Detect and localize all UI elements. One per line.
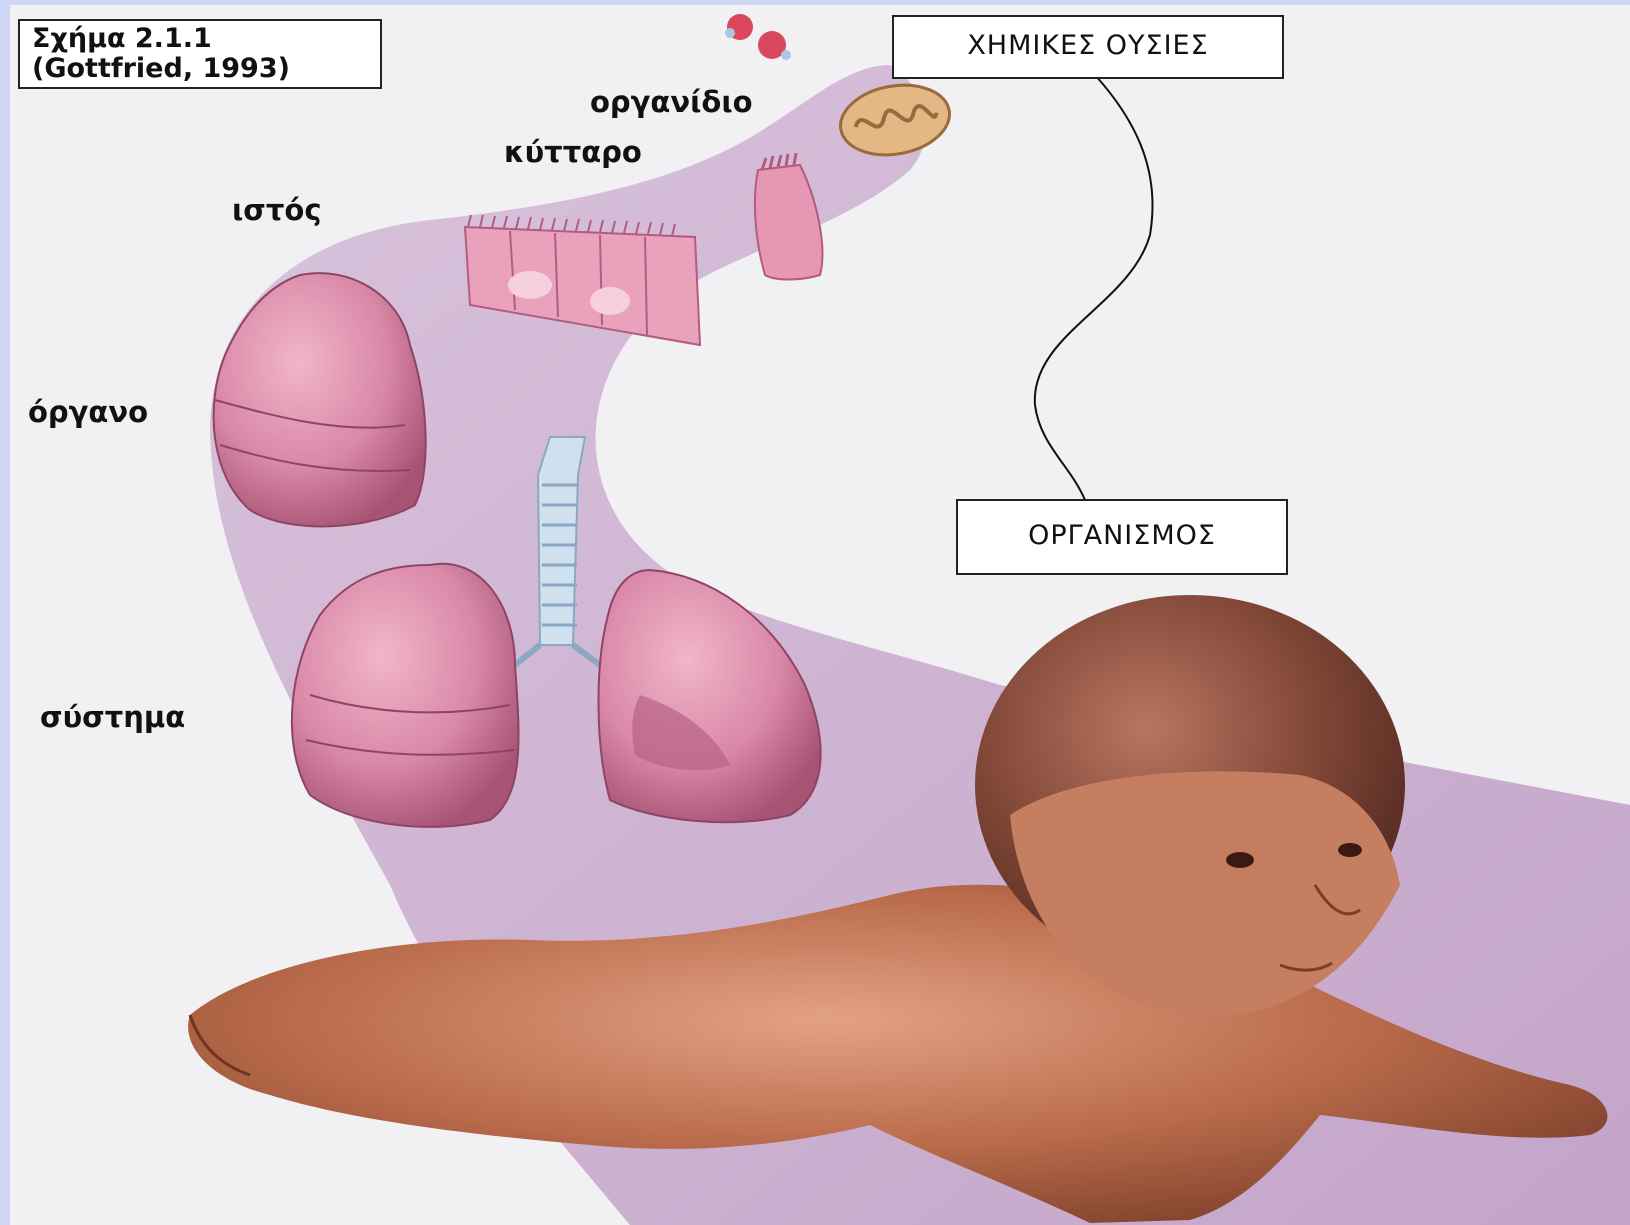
level-label-tissue: ιστός <box>232 193 322 227</box>
organism-box: ΟΡΓΑΝΙΣΜΟΣ <box>956 499 1288 575</box>
level-label-system: σύστημα <box>40 700 185 734</box>
hierarchy-illustration <box>10 5 1630 1225</box>
figure-source: (Gottfried, 1993) <box>32 54 368 84</box>
figure-canvas: Σχήμα 2.1.1 (Gottfried, 1993) ΧΗΜΙΚΕΣ ΟΥ… <box>10 5 1630 1225</box>
figure-number: Σχήμα 2.1.1 <box>32 24 368 54</box>
lung-icon <box>214 273 426 526</box>
chemical-substances-label: ΧΗΜΙΚΕΣ ΟΥΣΙΕΣ <box>967 30 1208 61</box>
molecule-icon <box>725 14 791 60</box>
level-label-organ: όργανο <box>28 395 148 429</box>
level-label-cell: κύτταρο <box>504 135 642 169</box>
organism-label: ΟΡΓΑΝΙΣΜΟΣ <box>1028 520 1216 551</box>
connector-line <box>1035 75 1153 500</box>
level-label-organelle: οργανίδιο <box>590 85 753 119</box>
figure-caption-box: Σχήμα 2.1.1 (Gottfried, 1993) <box>18 19 382 89</box>
chemical-substances-box: ΧΗΜΙΚΕΣ ΟΥΣΙΕΣ <box>892 15 1284 79</box>
